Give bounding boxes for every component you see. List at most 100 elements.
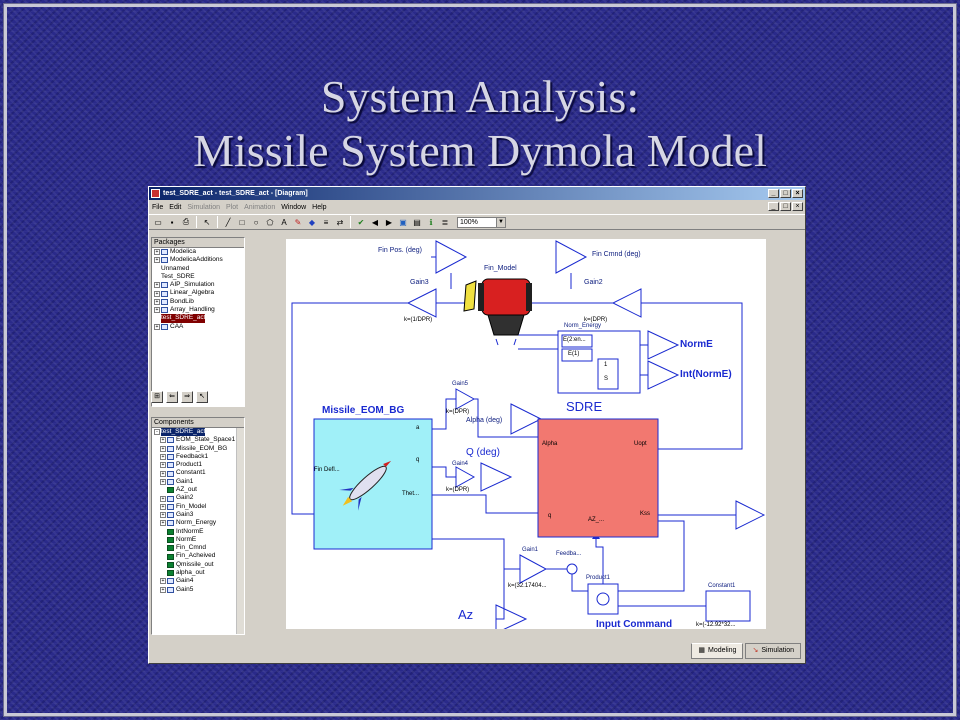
component-item[interactable]: +Gain1	[154, 478, 244, 486]
alpha-output-block[interactable]	[510, 403, 543, 435]
component-item[interactable]: +Missile_EOM_BG	[154, 445, 244, 453]
package-back-icon[interactable]: ⇐	[166, 391, 178, 403]
collapse-icon[interactable]: -	[154, 429, 160, 436]
component-item[interactable]: +Gain2	[154, 494, 244, 502]
expand-icon[interactable]: +	[160, 470, 166, 477]
expand-icon[interactable]: +	[160, 578, 166, 585]
mdi-minimize-button[interactable]: _	[768, 202, 779, 211]
icon-view-icon[interactable]: ▤	[413, 217, 421, 227]
component-item[interactable]: IntNormE	[154, 528, 244, 536]
gain2-block[interactable]	[611, 288, 642, 318]
zoom-select[interactable]: 100% ▼	[457, 216, 506, 228]
component-item[interactable]: AZ_out	[154, 486, 244, 494]
intnorme-output-block[interactable]	[647, 360, 680, 390]
back-icon[interactable]: ◀	[371, 217, 379, 227]
ellipse-tool-icon[interactable]: ○	[253, 217, 259, 227]
expand-icon[interactable]: +	[160, 520, 166, 527]
component-item[interactable]: +Gain5	[154, 586, 244, 594]
expand-icon[interactable]: +	[154, 257, 160, 264]
component-item[interactable]: Fin_Acheived	[154, 552, 244, 560]
menu-plot[interactable]: Plot	[226, 203, 239, 211]
chevron-down-icon[interactable]: ▼	[496, 216, 506, 228]
package-forward-icon[interactable]: ⇒	[181, 391, 193, 403]
diagram-canvas[interactable]: Fin Pos. (deg) Fin Cmnd (deg) Fin_Model …	[286, 239, 766, 630]
expand-icon[interactable]: +	[160, 503, 166, 510]
menu-help[interactable]: Help	[312, 203, 327, 211]
expand-icon[interactable]: +	[154, 249, 160, 256]
expand-icon[interactable]: +	[160, 478, 166, 485]
mdi-maximize-button[interactable]: □	[780, 202, 791, 211]
component-item[interactable]: +Product1	[154, 461, 244, 469]
fill-color-icon[interactable]: ◆	[308, 217, 316, 227]
gain4-block[interactable]	[455, 466, 476, 488]
component-item[interactable]: Qmissile_out	[154, 561, 244, 569]
text-tool-icon[interactable]: A	[281, 217, 287, 227]
menu-window[interactable]: Window	[281, 203, 307, 211]
new-icon[interactable]: ▭	[154, 217, 162, 227]
package-item[interactable]: +Linear_Algebra	[154, 289, 244, 297]
expand-icon[interactable]: +	[154, 307, 160, 314]
maximize-button[interactable]: □	[780, 189, 791, 198]
kss-output-block[interactable]	[735, 500, 766, 530]
connect-icon[interactable]: ⇄	[336, 217, 344, 227]
save-icon[interactable]: ▪	[170, 217, 174, 227]
package-item[interactable]: Test_SDRE	[154, 273, 244, 281]
component-item[interactable]: +Fin_Model	[154, 503, 244, 511]
select-arrow-icon[interactable]: ↖	[203, 217, 211, 227]
package-item[interactable]: test_SDRE_act	[154, 314, 244, 323]
package-item[interactable]: +Array_Handling	[154, 306, 244, 314]
expand-icon[interactable]: +	[160, 586, 166, 593]
menu-simulation[interactable]: Simulation	[187, 203, 221, 211]
component-item[interactable]: +Gain3	[154, 511, 244, 519]
print-icon[interactable]: ⎙	[182, 217, 190, 226]
expand-icon[interactable]: +	[160, 512, 166, 519]
window-titlebar[interactable]: test_SDRE_act - test_SDRE_act - [Diagram…	[149, 187, 805, 200]
line-color-icon[interactable]: ✎	[294, 217, 302, 227]
gain3-block[interactable]	[406, 288, 437, 318]
expand-icon[interactable]: +	[154, 282, 160, 289]
component-item[interactable]: +Norm_Energy	[154, 519, 244, 527]
polygon-tool-icon[interactable]: ⬠	[266, 217, 274, 227]
expand-icon[interactable]: +	[160, 462, 166, 469]
component-item[interactable]: +Constant1	[154, 469, 244, 477]
component-item[interactable]: alpha_out	[154, 569, 244, 577]
expand-icon[interactable]: +	[154, 298, 160, 305]
diagram-view-icon[interactable]: ▣	[399, 217, 407, 227]
package-up-icon[interactable]: ↖	[196, 391, 208, 403]
line-tool-icon[interactable]: ╱	[225, 217, 231, 227]
feedback-block[interactable]	[566, 563, 578, 575]
package-item[interactable]: +CAA	[154, 323, 244, 331]
mdi-close-button[interactable]: ×	[792, 202, 803, 211]
expand-icon[interactable]: +	[154, 290, 160, 297]
component-item[interactable]: +EOM_State_Space1	[154, 436, 244, 444]
expand-icon[interactable]: +	[160, 445, 166, 452]
menu-file[interactable]: File	[152, 203, 164, 211]
gain5-block[interactable]	[455, 388, 476, 410]
constant1-block[interactable]	[705, 590, 751, 622]
forward-icon[interactable]: ▶	[385, 217, 393, 227]
component-item[interactable]: Fin_Cmnd	[154, 544, 244, 552]
menu-animation[interactable]: Animation	[244, 203, 276, 211]
package-browser-icon[interactable]: ⊞	[151, 391, 163, 403]
fin-model-icon[interactable]	[463, 278, 532, 346]
component-root[interactable]: -test_SDRE_act	[154, 428, 244, 437]
line-style-icon[interactable]: ≡	[323, 217, 329, 227]
fin-cmnd-output-block[interactable]	[555, 240, 588, 274]
package-item[interactable]: +AIP_Simulation	[154, 281, 244, 289]
expand-icon[interactable]: +	[160, 495, 166, 502]
component-item[interactable]: +Feedback1	[154, 453, 244, 461]
rectangle-tool-icon[interactable]: □	[239, 217, 245, 227]
menu-edit[interactable]: Edit	[169, 203, 182, 211]
expand-icon[interactable]: +	[154, 323, 160, 330]
package-item[interactable]: +Modelica	[154, 248, 244, 256]
norme-output-block[interactable]	[647, 330, 680, 360]
tab-modeling[interactable]: ▦ Modeling	[691, 643, 744, 659]
package-item[interactable]: +BondLib	[154, 298, 244, 306]
expand-icon[interactable]: +	[160, 437, 166, 444]
minimize-button[interactable]: _	[768, 189, 779, 198]
sdre-block[interactable]	[537, 418, 659, 538]
tab-simulation[interactable]: ↘ Simulation	[745, 643, 801, 659]
fin-pos-output-block[interactable]	[435, 240, 468, 274]
az-output-block[interactable]	[495, 604, 528, 629]
expand-icon[interactable]: +	[160, 454, 166, 461]
